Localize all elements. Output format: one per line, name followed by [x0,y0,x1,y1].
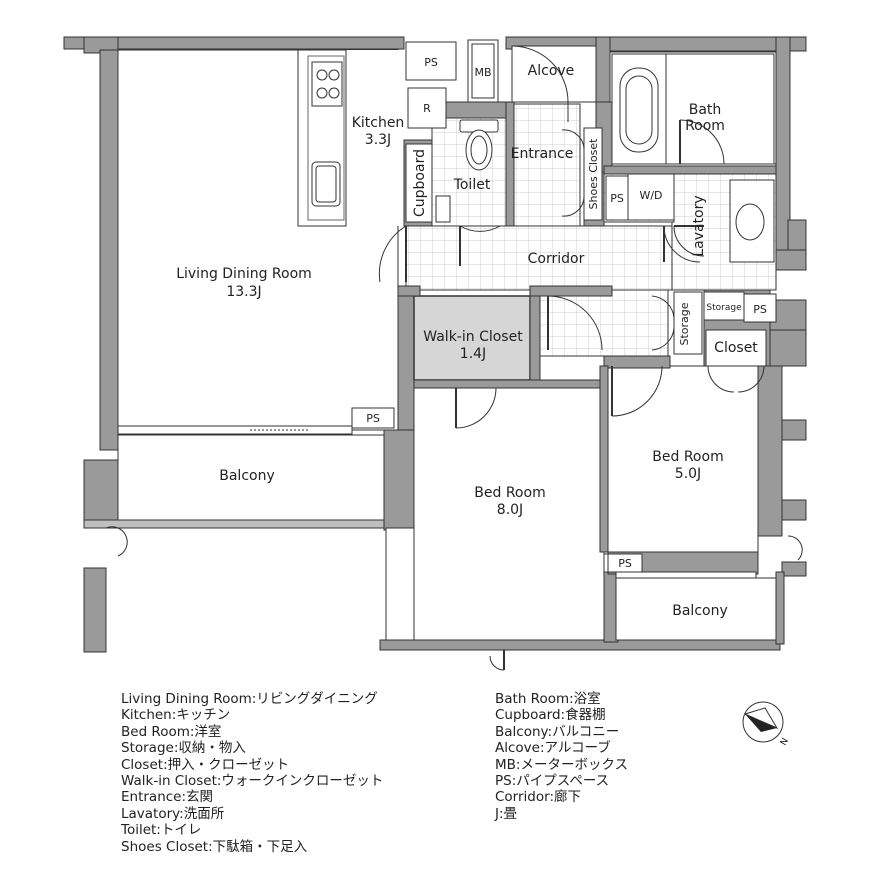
mb-box [467,39,499,103]
label-cupboard: Cupboard [412,149,428,217]
legend-item: Closet:押入・クローゼット [121,756,290,773]
legend-item: PS:パイプスペース [495,773,610,790]
corridor-floor [405,225,705,291]
label-bed1: Bed Room [474,485,545,501]
label-ps-right: PS [753,303,767,316]
label-refrigerator: R [423,102,431,115]
ps-box-right [743,293,777,323]
ps-box-top [405,41,457,81]
legend-item: J:畳 [495,805,518,822]
label-wd: W/D [639,189,662,202]
legend-item: Kitchen:キッチン [121,707,231,724]
stove-icon [311,61,343,107]
label-balcony-left: Balcony [219,468,275,484]
legend-item: Lavatory:洗面所 [121,805,225,822]
label-walkin: Walk-in Closet [423,329,523,345]
legend-item: Cupboard:食器棚 [495,707,606,724]
legend-item: Bed Room:洋室 [121,723,222,740]
toilet-icon [459,119,499,171]
label-ps-lav: PS [610,192,624,205]
label-ldk: Living Dining Room [176,266,312,282]
label-lavatory: Lavatory [691,195,707,256]
room-labels: Living Dining Room 13.3J Kitchen 3.3J R … [176,56,767,619]
label-kitchen-size: 3.3J [365,132,391,148]
legend-item: Storage:収納・物入 [121,740,246,757]
legend-item: Shoes Closet:下駄箱・下足入 [121,838,308,855]
label-ps-ldk: PS [366,412,380,425]
label-alcove: Alcove [528,63,575,79]
legend-item: Corridor:廊下 [495,789,581,806]
entrance-floor [505,103,581,227]
bedroom-1-floor [413,381,605,641]
bedroom-2-floor [603,365,759,555]
cupboard [405,143,433,223]
label-toilet: Toilet [453,177,491,193]
label-ps-top: PS [424,56,438,69]
label-ps-bed2: PS [618,557,632,570]
exterior-walls [63,36,807,653]
label-bath-1: Bath [689,102,722,118]
legend-item: Alcove:アルコーブ [495,740,611,757]
balcony-right-floor [615,577,777,641]
legend-item: Toilet:トイレ [121,822,202,839]
closet-box [705,329,767,367]
label-storage-tall: Storage [678,302,691,345]
legend-item: Walk-in Closet:ウォークインクローゼット [121,773,384,790]
label-bed2: Bed Room [652,449,723,465]
label-shoes-closet: Shoes Closet [587,138,600,210]
label-kitchen: Kitchen [352,115,405,131]
label-mb: MB [474,66,491,79]
door-swings [105,45,803,671]
fixtures [117,39,777,579]
label-ldk-size: 13.3J [226,284,261,300]
legend-item: Balcony:バルコニー [495,723,620,740]
compass-icon: N [742,701,791,748]
sink [311,161,341,207]
walkin-floor [413,295,531,381]
legend-item: MB:メーターボックス [495,756,629,773]
washer-dryer [627,173,675,221]
label-storage-small: Storage [706,303,742,313]
label-corridor: Corridor [528,251,585,267]
storage-tall [673,291,703,355]
label-bath-2: Room [685,118,725,134]
label-walkin-size: 1.4J [460,346,486,362]
shoes-closet [583,127,603,221]
refrigerator [407,87,447,129]
ps-box-ldk [351,407,395,429]
balcony-left-floor [117,434,385,521]
legend-item: Entrance:玄関 [121,789,214,806]
label-balcony-right: Balcony [672,603,728,619]
legend-item: Bath Room:浴室 [495,691,601,707]
legend-item: Living Dining Room:リビングダイニング [121,691,378,707]
label-bed2-size: 5.0J [675,466,701,482]
label-entrance: Entrance [511,146,574,162]
compass-n-label: N [779,737,791,748]
label-bed1-size: 8.0J [497,502,523,518]
label-closet: Closet [714,340,758,356]
